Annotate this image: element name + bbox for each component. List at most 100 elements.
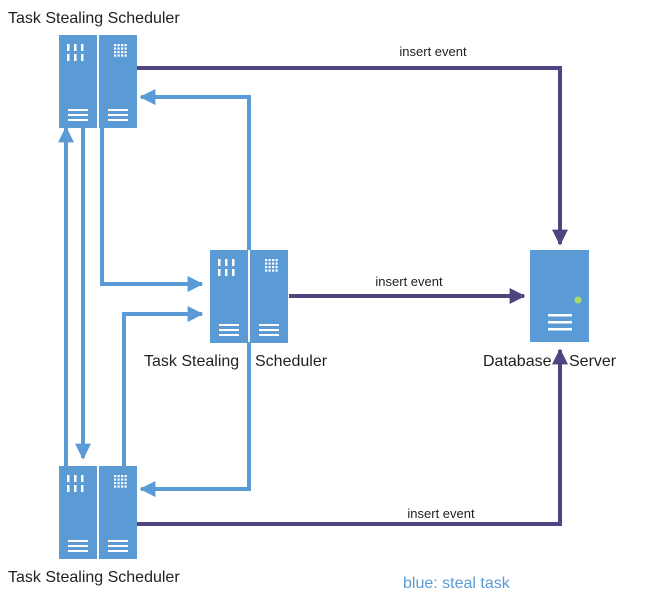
grid-dot [121, 482, 124, 485]
grid-dot [268, 269, 271, 272]
grid-dot [124, 54, 127, 57]
database-server-icon [530, 250, 589, 342]
vent-bar [81, 54, 84, 61]
scheduler-middle-label-left: Task Stealing [144, 353, 239, 370]
vent-bar [81, 475, 84, 482]
vent-bar [74, 44, 77, 51]
insert-edge-bottom [137, 348, 568, 526]
grid-dot [272, 259, 275, 262]
rack-slot [108, 114, 128, 116]
grid-dot [114, 47, 117, 50]
grid-dot [121, 47, 124, 50]
rack-slot [68, 119, 88, 121]
scheduler-top-label: Task Stealing Scheduler [8, 10, 180, 27]
grid-dot [124, 44, 127, 47]
database-slot-2 [548, 321, 572, 324]
vent-bar [225, 259, 228, 266]
server-rack-icon [210, 250, 288, 343]
vent-bar [67, 54, 70, 61]
grid-dot [272, 262, 275, 265]
server-rack-icon [59, 35, 137, 128]
grid-dot [117, 51, 120, 54]
grid-dot [121, 44, 124, 47]
grid-dot [117, 485, 120, 488]
vent-bar [81, 44, 84, 51]
vent-bar [74, 475, 77, 482]
rack-slot [68, 109, 88, 111]
grid-dot [124, 475, 127, 478]
grid-dot [114, 51, 117, 54]
grid-dot [124, 478, 127, 481]
grid-dot [275, 262, 278, 265]
grid-dot [114, 44, 117, 47]
grid-dot [275, 269, 278, 272]
vent-bar [81, 485, 84, 492]
edge-label-middle-insert: insert event [375, 274, 443, 289]
rack-slot [68, 550, 88, 552]
rack-slot [108, 540, 128, 542]
rack-unit-left [59, 466, 97, 559]
scheduler-middle-label-right: Scheduler [255, 353, 328, 370]
database-slot-1 [548, 314, 572, 317]
steal-edges [58, 89, 251, 497]
legend-text: blue: steal task [403, 575, 511, 592]
grid-dot [268, 259, 271, 262]
grid-dot [121, 51, 124, 54]
grid-dot [124, 485, 127, 488]
grid-dot [265, 262, 268, 265]
steal-edge-bottom-to-middle [122, 306, 204, 466]
grid-dot [121, 54, 124, 57]
grid-dot [265, 259, 268, 262]
rack-slot [108, 545, 128, 547]
database-label-right: Server [569, 353, 617, 370]
vent-bar [67, 475, 70, 482]
scheduler-top [59, 35, 137, 128]
grid-dot [117, 478, 120, 481]
rack-slot [68, 114, 88, 116]
vent-bar [67, 485, 70, 492]
grid-dot [114, 485, 117, 488]
rack-slot [259, 329, 279, 331]
rack-slot [219, 334, 239, 336]
grid-dot [272, 269, 275, 272]
steal-edge-middle-to-top [139, 89, 251, 250]
rack-slot [108, 119, 128, 121]
grid-dot [124, 482, 127, 485]
vent-bar [67, 44, 70, 51]
insert-edges [137, 66, 568, 526]
grid-dot [114, 475, 117, 478]
vent-bar [232, 259, 235, 266]
rack-slot [219, 329, 239, 331]
grid-dot [272, 266, 275, 269]
rack-slot [68, 540, 88, 542]
database-server-body [530, 250, 589, 342]
rack-unit-left [210, 250, 248, 343]
grid-dot [114, 54, 117, 57]
rack-slot [259, 324, 279, 326]
vent-bar [74, 485, 77, 492]
grid-dot [114, 482, 117, 485]
grid-dot [268, 262, 271, 265]
grid-dot [117, 475, 120, 478]
rack-unit-right [99, 466, 137, 559]
grid-dot [117, 482, 120, 485]
grid-dot [114, 478, 117, 481]
grid-dot [124, 51, 127, 54]
vent-bar [218, 269, 221, 276]
database-slot-3 [548, 328, 572, 331]
server-rack-icon [59, 466, 137, 559]
database-server [530, 250, 589, 342]
grid-dot [265, 266, 268, 269]
grid-dot [275, 266, 278, 269]
scheduler-bottom [59, 466, 137, 559]
scheduler-middle [210, 250, 288, 343]
rack-unit-right [250, 250, 288, 343]
grid-dot [121, 478, 124, 481]
rack-unit-left [59, 35, 97, 128]
edge-label-bottom-insert: insert event [407, 506, 475, 521]
grid-dot [124, 47, 127, 50]
steal-edge-middle-to-bottom [139, 342, 251, 497]
rack-slot [219, 324, 239, 326]
database-label-left: Database [483, 353, 552, 370]
